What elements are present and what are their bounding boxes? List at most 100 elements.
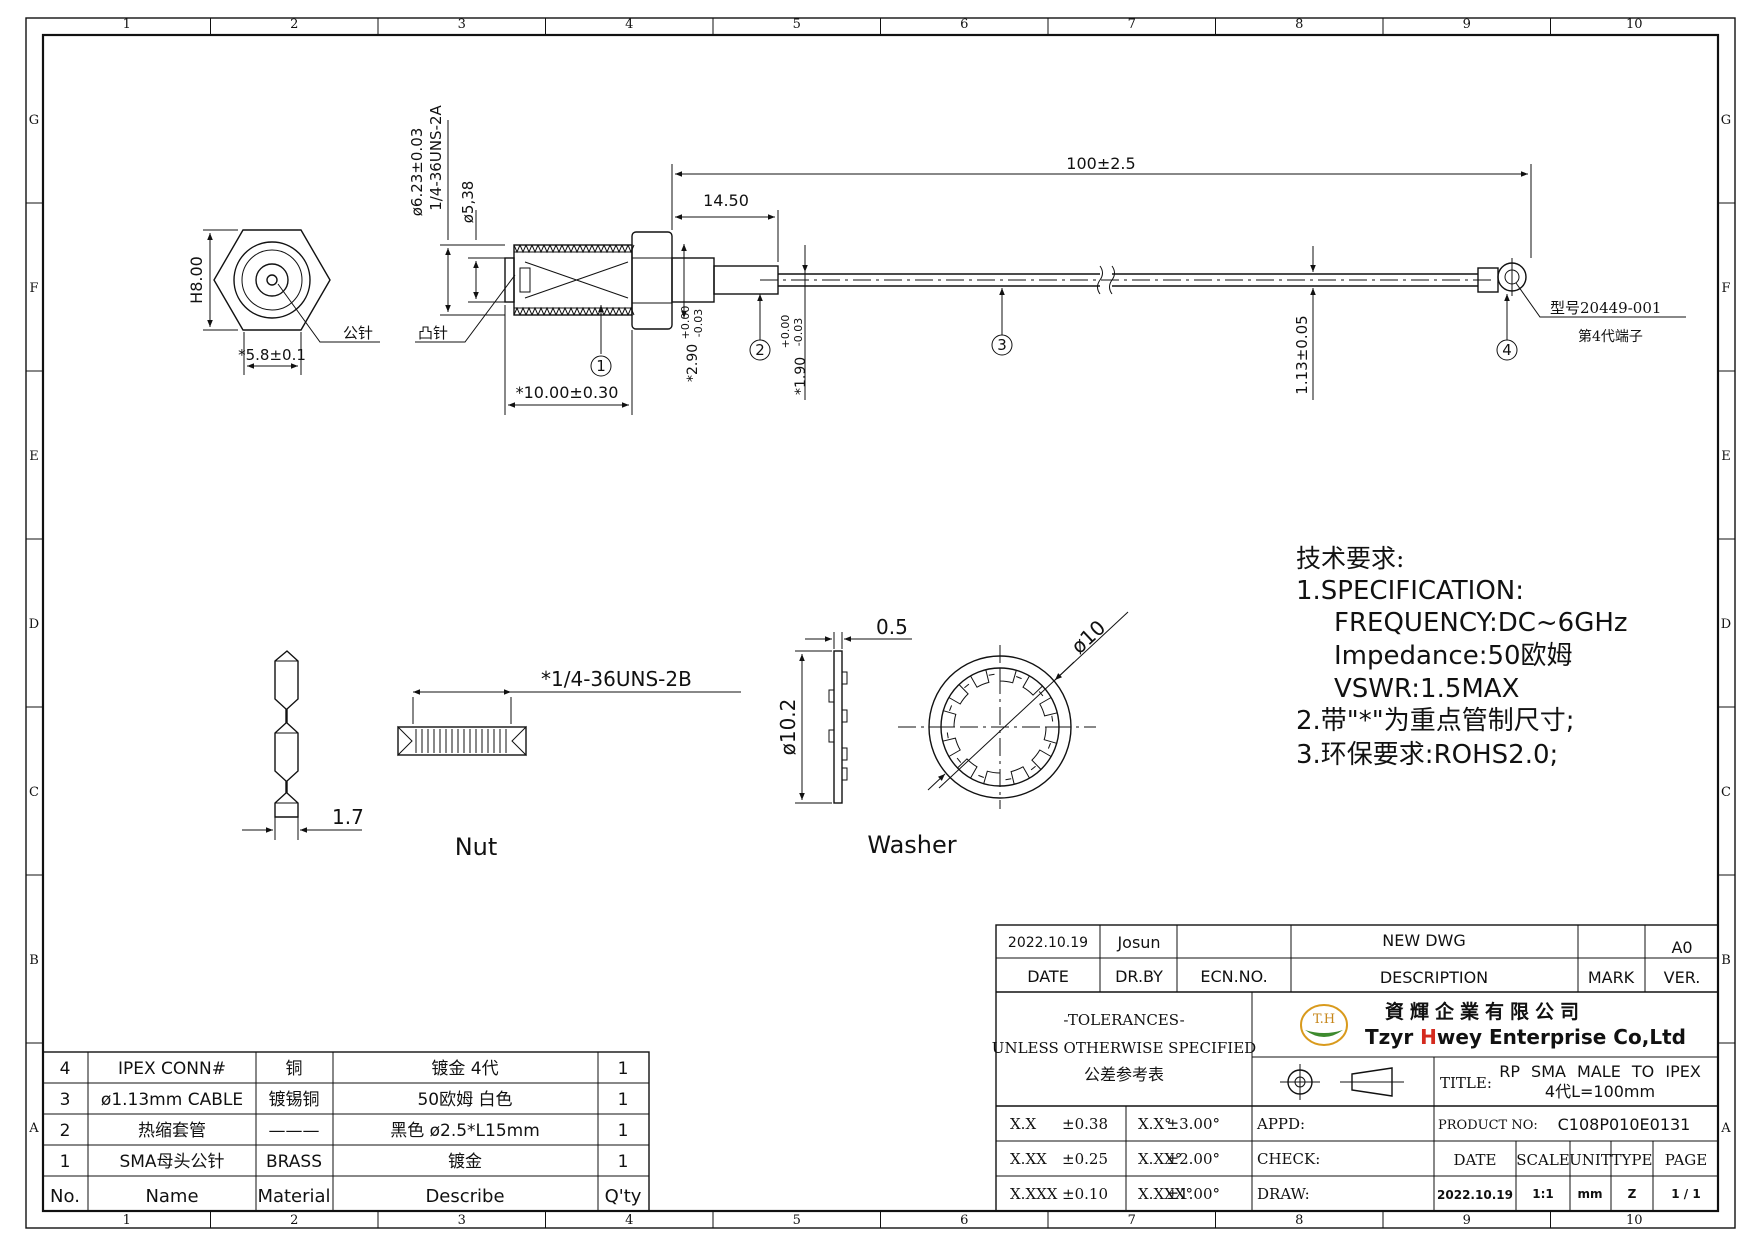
rev-by: Josun <box>1116 933 1160 952</box>
rev-ver: A0 <box>1671 938 1692 957</box>
company-en: Tzyr Hwey Enterprise Co,Ltd <box>1365 1025 1686 1049</box>
h-ecn: ECN.NO. <box>1200 967 1267 986</box>
dim-1450: 14.50 <box>703 191 749 210</box>
nut-thread: *1/4-36UNS-2B <box>541 667 692 691</box>
bom-cell: 1 <box>618 1152 629 1172</box>
col-label: 8 <box>1295 1213 1303 1228</box>
rev-desc: NEW DWG <box>1382 931 1466 950</box>
col-label: 6 <box>960 17 968 32</box>
label-female-pin: 公针 <box>343 324 373 342</box>
part-model: 型号20449-001 <box>1550 299 1661 317</box>
f-type: TYPE <box>1612 1151 1653 1169</box>
bom-cell: 黑色 ø2.5*L15mm <box>390 1121 540 1141</box>
row-label: F <box>29 281 38 296</box>
dim-h800: H8.00 <box>187 256 206 304</box>
row-label: B <box>1721 953 1731 968</box>
draw: DRAW: <box>1257 1185 1310 1203</box>
dim-58: *5.8±0.1 <box>238 346 306 364</box>
bom-header: Material <box>257 1186 330 1207</box>
balloon-1: 1 <box>596 357 606 375</box>
h-mark: MARK <box>1588 968 1635 987</box>
bom-header: Describe <box>425 1186 504 1207</box>
bom-cell: 3 <box>60 1090 71 1110</box>
sma-end-view: H8.00 *5.8±0.1 公针 <box>187 229 380 375</box>
tech-note-2: FREQUENCY:DC~6GHz <box>1334 608 1628 638</box>
tolerance-cell: ±0.10 <box>1062 1185 1108 1203</box>
col-label: 1 <box>123 1213 131 1228</box>
f-unit: UNIT <box>1569 1151 1611 1169</box>
dim-290-tol-up: +0.00 <box>679 306 692 340</box>
tech-note-0: 技术要求: <box>1296 544 1404 573</box>
tech-note-3: Impedance:50欧姆 <box>1334 641 1573 671</box>
check: CHECK: <box>1257 1150 1320 1168</box>
col-label: 10 <box>1626 1213 1643 1228</box>
dim-190-tol-up: +0.00 <box>779 315 792 349</box>
product-label: PRODUCT NO: <box>1438 1118 1538 1133</box>
tech-note-1: 1.SPECIFICATION: <box>1296 576 1524 606</box>
bom-cell: 铜 <box>286 1059 303 1079</box>
nut-thickness: 1.7 <box>332 805 364 829</box>
bom-cell: 2 <box>60 1121 71 1141</box>
title-line-1: RP SMA MALE TO IPEX <box>1499 1062 1701 1081</box>
dim-290: *2.90 +0.00 -0.03 <box>677 301 705 382</box>
col-label: 7 <box>1128 1213 1136 1228</box>
col-label: 4 <box>625 1213 633 1228</box>
tolerance-cell: X.XXX° <box>1138 1185 1193 1203</box>
tech-note-4: VSWR:1.5MAX <box>1334 674 1519 704</box>
col-label: 9 <box>1463 17 1471 32</box>
label-male-pin: 凸针 <box>418 324 448 342</box>
bom-cell: 1 <box>60 1152 71 1172</box>
dim-190: *1.90 +0.00 -0.03 <box>777 310 809 395</box>
bom-cell: 4 <box>60 1059 71 1079</box>
row-label: B <box>29 953 39 968</box>
bom-header: No. <box>50 1186 80 1207</box>
row-label: D <box>1721 617 1731 632</box>
tolerance-cell: ±0.25 <box>1062 1150 1108 1168</box>
dim-thread-dia: ø6.23±0.03 <box>408 128 426 217</box>
tolerance-cell: ±0.38 <box>1062 1115 1108 1133</box>
v-unit: mm <box>1577 1187 1602 1201</box>
washer-label: Washer <box>867 831 956 859</box>
company-en-2: H <box>1420 1025 1437 1049</box>
rev-date: 2022.10.19 <box>1008 935 1088 951</box>
title-block: 2022.10.19 Josun NEW DWG A0 DATE DR.BY E… <box>992 924 1719 1212</box>
sma-side-view <box>504 231 1527 330</box>
bom-cell: 50欧姆 白色 <box>417 1090 512 1110</box>
col-label: 1 <box>123 17 131 32</box>
tolerance-cell: ±2.00° <box>1167 1150 1220 1168</box>
dim-length: 100±2.5 <box>1066 154 1135 173</box>
dim-290-tol-dn: -0.03 <box>692 309 705 337</box>
balloon-2: 2 <box>755 341 765 359</box>
company-en-1: Tzyr <box>1365 1025 1420 1049</box>
col-label: 5 <box>793 17 801 32</box>
tolerance-cell: X.XX <box>1010 1150 1047 1168</box>
bom-cell: SMA母头公针 <box>119 1152 224 1172</box>
bom-cell: 镀金 4代 <box>431 1059 498 1079</box>
bom-cell: 1 <box>618 1059 629 1079</box>
row-label: G <box>29 113 39 128</box>
row-label: D <box>29 617 39 632</box>
col-label: 3 <box>458 1213 466 1228</box>
tolerance-cell: ±3.00° <box>1167 1115 1220 1133</box>
dim-113: 1.13±0.05 <box>1293 315 1311 394</box>
tech-note-5: 2.带"*"为重点管制尺寸; <box>1296 706 1575 736</box>
h-date: DATE <box>1027 967 1069 986</box>
f-page: PAGE <box>1665 1151 1707 1169</box>
f-date: DATE <box>1454 1151 1497 1169</box>
washer-thickness: 0.5 <box>876 615 908 639</box>
dim-538: ø5,38 <box>459 181 477 224</box>
dim-190-tol-dn: -0.03 <box>792 318 805 346</box>
h-ver: VER. <box>1664 968 1701 987</box>
main-dimensions: ø6.23±0.03 1/4-36UNS-2A ø5,38 凸针 *10.00±… <box>408 104 1686 415</box>
col-label: 8 <box>1295 17 1303 32</box>
v-date: 2022.10.19 <box>1437 1188 1513 1202</box>
col-label: 3 <box>458 17 466 32</box>
v-page: 1 / 1 <box>1671 1187 1700 1201</box>
technical-requirements: 技术要求: 1.SPECIFICATION: FREQUENCY:DC~6GHz… <box>1296 544 1628 770</box>
company-logo: T.H <box>1300 1004 1348 1046</box>
nut-view: 1.7 *1/4-36UNS-2B Nut <box>242 650 741 861</box>
dim-290-main: *2.90 <box>685 344 701 382</box>
row-label: E <box>1721 449 1731 464</box>
col-label: 2 <box>290 17 298 32</box>
